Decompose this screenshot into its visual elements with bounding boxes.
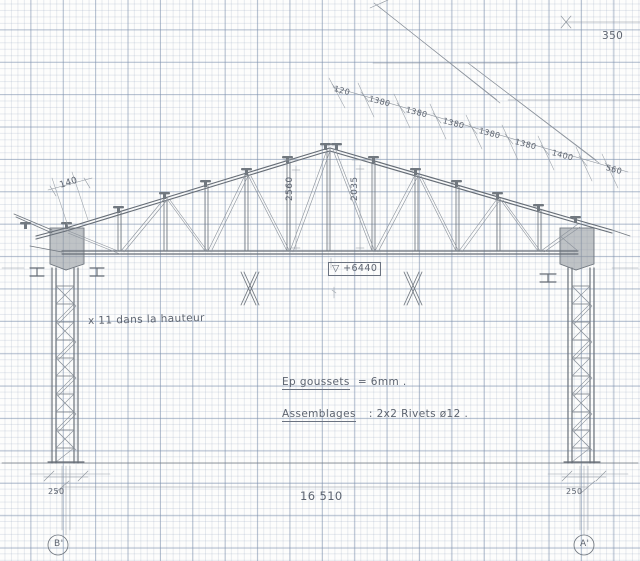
assembly-note-value: : 2x2 Rivets ø12 . [368,408,469,420]
truss-web-right [332,149,581,253]
bracing-symbols [240,271,423,306]
truss-bottom-chord [61,250,579,255]
left-lattice-column [47,267,85,464]
purlin-markers [20,143,581,229]
assembly-note: Assemblages : 2x2 Rivets ø12 . [282,402,468,422]
span-dimension [29,465,629,556]
right-corner-gusset [559,227,595,271]
rafter-dimension-chain [328,77,629,189]
construction-lines [369,0,640,164]
right-lattice-column [563,267,601,464]
left-corner-gusset [49,227,85,271]
i-section-symbols [29,267,557,283]
assembly-note-label: Assemblages [282,408,356,422]
purlin-offset-dimension [47,171,93,227]
truss-web-left [65,148,331,255]
gusset-note-label: Ep goussets [282,376,350,390]
gusset-note-value: = 6mm . [357,376,407,388]
ridge-height-dimensions [283,159,373,252]
gusset-note: Ep goussets = 6mm . [282,370,407,390]
ground-lines [1,267,639,464]
